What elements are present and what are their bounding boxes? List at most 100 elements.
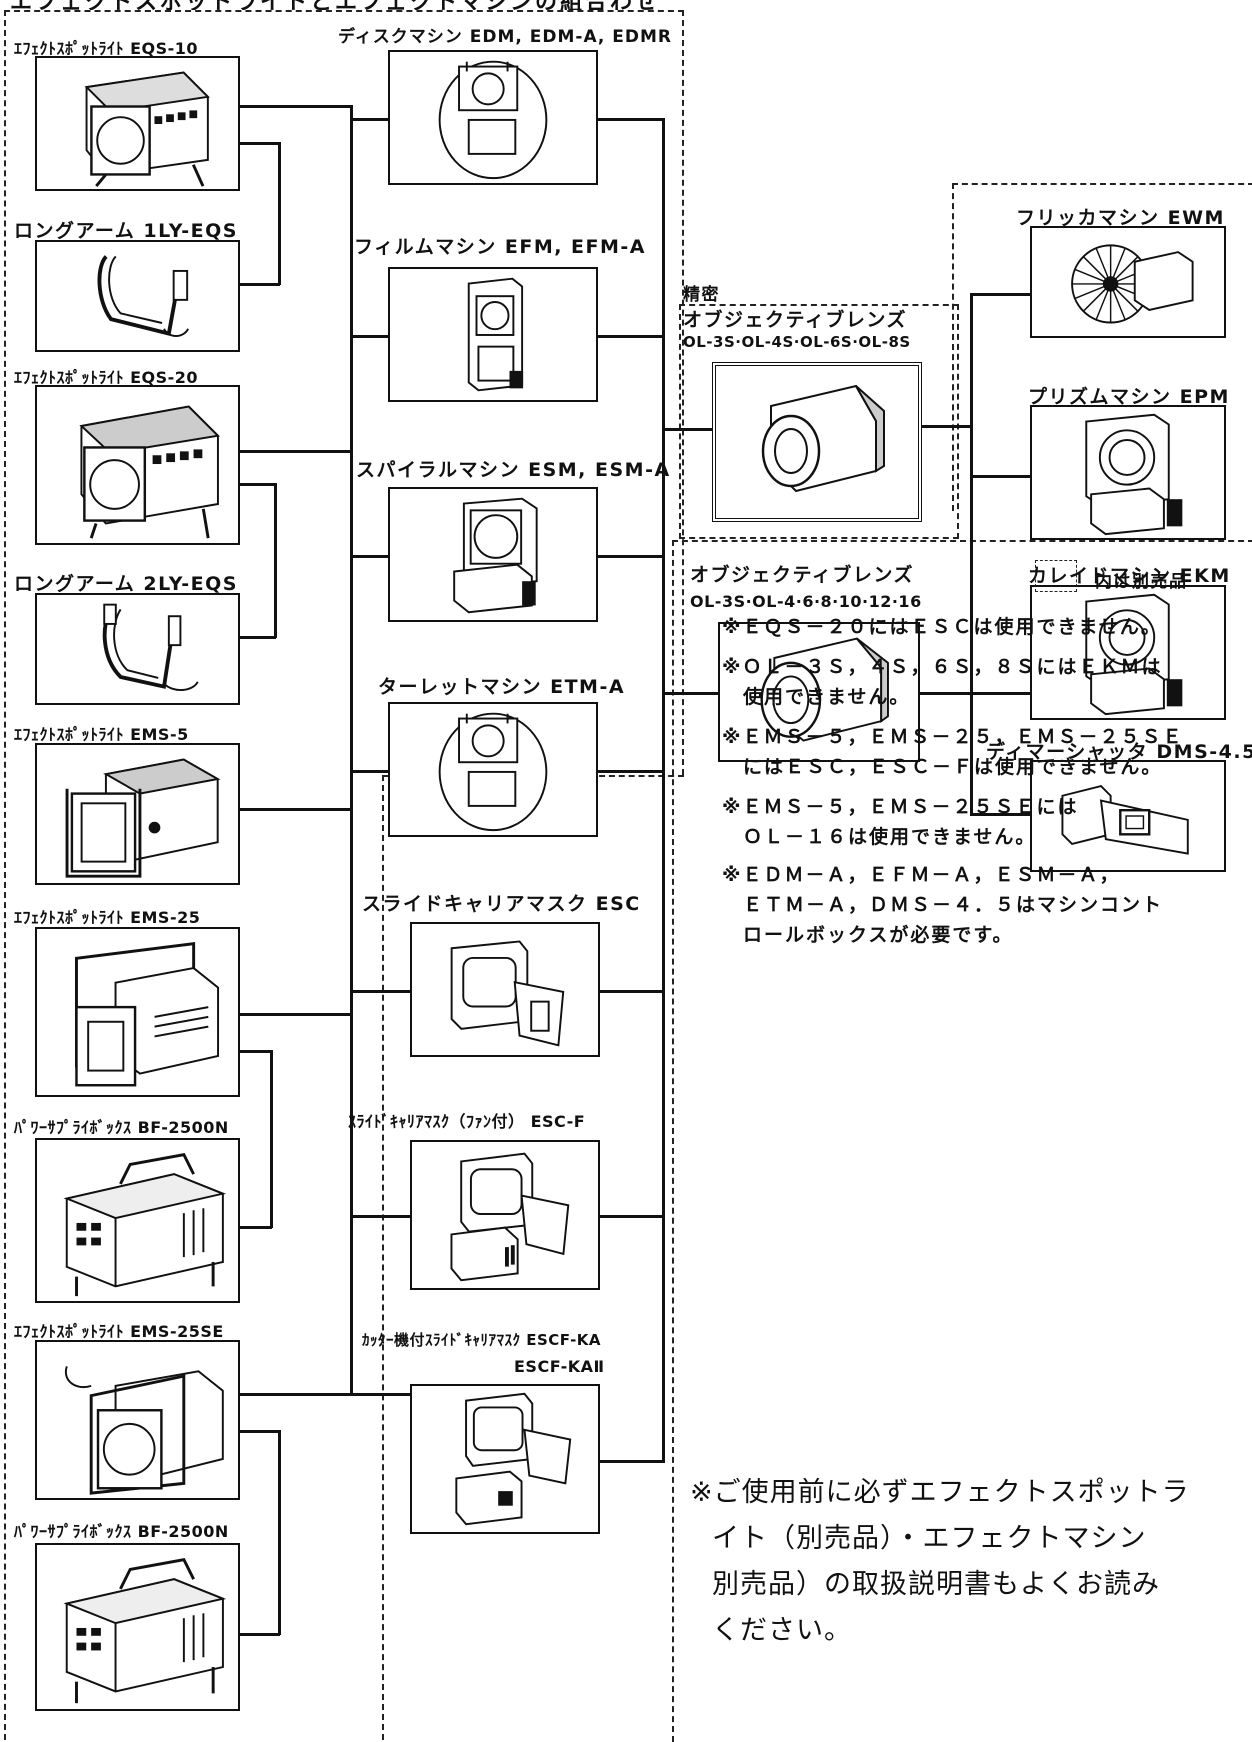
etm-picture — [388, 702, 598, 837]
connector — [350, 118, 388, 121]
spotlight-illustration — [37, 929, 238, 1095]
esm-picture — [388, 487, 598, 622]
esc-label: スライドキャリアマスク ESC — [362, 889, 641, 916]
connector — [350, 1215, 410, 1218]
bf2500n-picture-2 — [35, 1543, 240, 1711]
esc-picture — [410, 922, 600, 1057]
legend-dashed-box — [1035, 560, 1077, 592]
film-machine-illustration — [390, 269, 596, 400]
note-2: ※ＯＬ－３Ｓ，４Ｓ，６Ｓ，８ＳにはＥＫＭは 使用できません。 — [722, 652, 1162, 712]
flicker-machine-illustration — [1032, 228, 1224, 336]
edm-label: ディスクマシン EDM, EDM-A, EDMR — [338, 22, 672, 47]
esm-label: スパイラルマシン ESM, ESM-A — [356, 455, 671, 482]
ems5-picture — [35, 743, 240, 885]
connector — [600, 990, 664, 993]
connector — [970, 475, 1030, 478]
connector — [240, 1633, 280, 1636]
connector — [240, 483, 276, 486]
ems5-label: ｴﾌｪｸﾄｽﾎﾟｯﾄﾗｲﾄ EMS-5 — [14, 721, 189, 745]
turret-machine-illustration — [390, 704, 596, 835]
header-strip: エフェクトスポットライトとエフェクトマシンの組合わせ — [0, 0, 700, 10]
usage-warning: ※ご使用前に必ずエフェクトスポットラ イト（別売品）・エフェクトマシン 別売品）… — [690, 1470, 1190, 1654]
connector — [274, 483, 277, 638]
connector — [598, 118, 664, 121]
escf-ka-label: ｶｯﾀｰ機付ｽﾗｲﾄﾞｷｬﾘｱﾏｽｸ ESCF-KA — [362, 1329, 601, 1350]
connector — [350, 770, 388, 773]
precision-lens-models: OL-3S·OL-4S·OL-6S·OL-8S — [683, 333, 911, 351]
connector — [350, 990, 410, 993]
trunk-middle — [662, 118, 665, 1463]
ems25-label: ｴﾌｪｸﾄｽﾎﾟｯﾄﾗｲﾄ EMS-25 — [14, 904, 200, 928]
eqs10-picture — [35, 56, 240, 191]
2ly-eqs-label: ロングアーム 2LY-EQS — [14, 569, 238, 596]
connector — [240, 142, 280, 145]
connector — [600, 1460, 664, 1463]
long-arm-illustration — [37, 242, 238, 350]
spotlight-illustration — [37, 58, 238, 189]
esc-f-label: ｽﾗｲﾄﾞｷｬﾘｱﾏｽｸ（ﾌｧﾝ付） ESC-F — [348, 1108, 585, 1132]
precision-lens-title1: 精密 — [683, 280, 720, 305]
main-group-border-lower — [382, 775, 384, 1740]
prism-machine-illustration — [1032, 407, 1224, 538]
disc-machine-illustration — [390, 52, 596, 183]
connector — [922, 425, 972, 428]
ems25-picture — [35, 927, 240, 1097]
connector — [240, 1393, 352, 1396]
connector — [598, 335, 664, 338]
header-strip-text: エフェクトスポットライトとエフェクトマシンの組合わせ — [10, 0, 660, 10]
connector — [240, 1050, 272, 1053]
standard-lens-title: オブジェクティブレンズ — [690, 560, 914, 587]
note-3: ※ＥＭＳ－５，ＥＭＳ－２５，ＥＭＳ－２５ＳＥ にはＥＳＣ，ＥＳＣ－Ｆは使用できま… — [722, 722, 1183, 782]
main-group-border-top — [4, 10, 684, 12]
warning-line-4: ください。 — [690, 1608, 1190, 1654]
epm-picture — [1030, 405, 1226, 540]
trunk-left — [350, 105, 353, 1396]
efm-picture — [388, 267, 598, 402]
connector — [970, 293, 1030, 296]
precision-lens-title2: オブジェクティブレンズ — [683, 305, 907, 332]
ewm-picture — [1030, 226, 1226, 338]
connector — [598, 770, 664, 773]
power-supply-illustration — [37, 1545, 238, 1709]
spotlight-illustration — [37, 1342, 238, 1498]
bf2500n-label-1: ﾊﾟﾜｰｻﾌﾟﾗｲﾎﾞｯｸｽ BF-2500N — [14, 1114, 229, 1138]
slide-carrier-illustration — [412, 924, 598, 1055]
connector — [662, 428, 712, 431]
connector — [350, 335, 388, 338]
precision-lens-picture — [712, 362, 922, 522]
long-arm-illustration — [37, 595, 238, 703]
connector — [240, 808, 352, 811]
note-1: ※ＥＱＳ－２０にはＥＳＣは使用できません。 — [722, 612, 1162, 642]
escf-ka2-label: ESCF-KAⅡ — [514, 1357, 605, 1376]
edm-picture — [388, 50, 598, 185]
connector — [240, 1226, 272, 1229]
efm-label: フィルムマシン EFM, EFM-A — [354, 232, 646, 259]
note-5: ※ＥＤＭ－Ａ，ＥＦＭ－Ａ，ＥＳＭ－Ａ， ＥＴＭ－Ａ，ＤＭＳ－４．５はマシンコント… — [722, 860, 1163, 950]
connector — [350, 555, 388, 558]
connector — [240, 1013, 352, 1016]
connector — [600, 1215, 664, 1218]
connector — [240, 636, 276, 639]
1ly-eqs-picture — [35, 240, 240, 352]
warning-line-2: イト（別売品）・エフェクトマシン — [690, 1516, 1190, 1562]
connector — [662, 692, 718, 695]
escf-ka-picture — [410, 1384, 600, 1534]
connector — [598, 555, 664, 558]
spotlight-illustration — [37, 387, 238, 543]
connector — [240, 450, 352, 453]
ems25se-label: ｴﾌｪｸﾄｽﾎﾟｯﾄﾗｲﾄ EMS-25SE — [14, 1318, 224, 1342]
main-group-border-left — [4, 10, 6, 1740]
spiral-machine-illustration — [390, 489, 596, 620]
bf2500n-label-2: ﾊﾟﾜｰｻﾌﾟﾗｲﾎﾞｯｸｽ BF-2500N — [14, 1518, 229, 1542]
legend-text: 内は別売品 — [1095, 567, 1188, 592]
connector — [278, 1430, 281, 1635]
slide-carrier-fan-illustration — [412, 1142, 598, 1288]
etm-label: ターレットマシン ETM-A — [378, 672, 625, 699]
ems25se-picture — [35, 1340, 240, 1500]
connector — [350, 1393, 410, 1396]
1ly-eqs-label: ロングアーム 1LY-EQS — [14, 216, 238, 243]
objective-lens-illustration — [716, 366, 918, 518]
2ly-eqs-picture — [35, 593, 240, 705]
connector — [270, 1050, 273, 1228]
spotlight-illustration — [37, 745, 238, 883]
